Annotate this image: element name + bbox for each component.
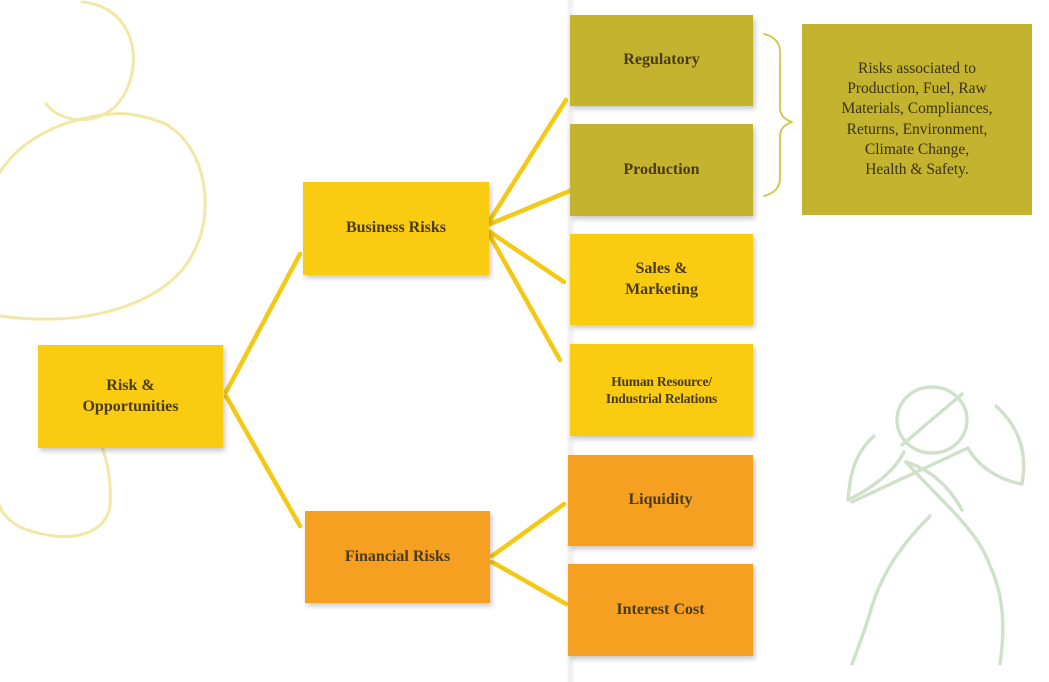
connector-financial-liquidity (489, 501, 567, 559)
green-decor-icon (846, 385, 1026, 666)
connector-business-production (487, 187, 575, 227)
node-interest-cost: Interest Cost (568, 564, 753, 656)
node-liquidity: Liquidity (568, 455, 753, 546)
connector-root-business (223, 251, 303, 395)
node-sales-marketing: Sales & Marketing (570, 234, 753, 325)
node-business-risks: Business Risks (303, 182, 489, 275)
connector-business-hr (487, 233, 563, 363)
connector-business-sales (487, 229, 567, 285)
node-production: Production (570, 124, 753, 216)
node-regulatory: Regulatory (570, 15, 753, 106)
node-financial-risks: Financial Risks (305, 511, 490, 603)
connector-financial-interest (489, 559, 569, 607)
connector-business-regulatory (487, 97, 569, 223)
brace-icon (763, 33, 793, 197)
note-risk-description: Risks associated to Production, Fuel, Ra… (802, 24, 1032, 215)
panel-divider (566, 0, 576, 682)
node-human-resource: Human Resource/ Industrial Relations (570, 344, 753, 436)
connector-root-financial (223, 393, 303, 529)
node-risk-opportunities: Risk & Opportunities (38, 345, 223, 448)
